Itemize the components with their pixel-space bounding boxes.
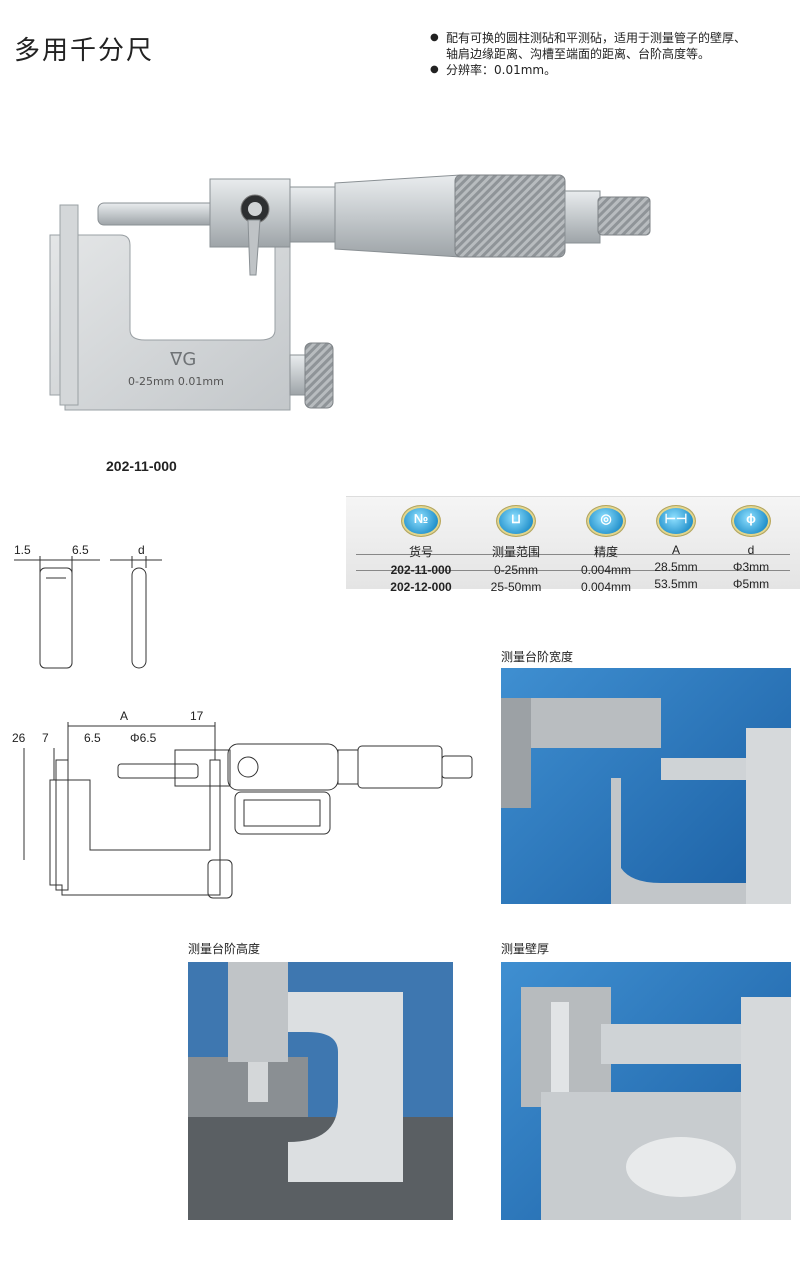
header-model: 货号 bbox=[408, 545, 433, 559]
photo-wall-thickness bbox=[501, 962, 791, 1220]
dim-label: 26 bbox=[12, 731, 26, 745]
header-a: A bbox=[671, 543, 680, 557]
dim-label: 6.5 bbox=[72, 543, 89, 557]
spec-table: № 货号 202-11-000 202-12-000 ⊔ 测量范围 0-25mm… bbox=[346, 496, 800, 594]
cell-a-1: 28.5mm bbox=[654, 560, 698, 574]
feature-list: 配有可换的圆柱测砧和平测砧，适用于测量管子的壁厚、 轴肩边缘距离、沟槽至端面的距… bbox=[430, 30, 790, 78]
dim-label: d bbox=[138, 543, 145, 557]
spec-col-precision: ◎ 精度 0.004mm 0.004mm bbox=[566, 505, 646, 594]
photo-label-step-width: 测量台阶宽度 bbox=[501, 650, 574, 664]
header-range: 测量范围 bbox=[491, 545, 540, 559]
photo-label-step-height: 测量台阶高度 bbox=[188, 942, 261, 956]
header-precision: 精度 bbox=[593, 545, 618, 559]
cell-model-2: 202-12-000 bbox=[390, 580, 452, 594]
dimension-drawing: A 17 26 7 6.5 Φ6.5 bbox=[12, 709, 473, 899]
dim-label: 17 bbox=[190, 709, 204, 723]
cell-model-1: 202-11-000 bbox=[390, 563, 452, 577]
photo-step-height bbox=[188, 962, 453, 1220]
feature-item-continued: 轴肩边缘距离、沟槽至端面的距离、台阶高度等。 bbox=[446, 47, 711, 61]
spec-col-model: № 货号 202-11-000 202-12-000 bbox=[376, 505, 466, 594]
precision-icon: ◎ bbox=[586, 505, 626, 537]
cell-range-1: 0-25mm bbox=[493, 563, 538, 577]
page-title: 多用千分尺 bbox=[14, 36, 155, 66]
cell-precision-2: 0.004mm bbox=[580, 580, 632, 594]
micrometer-product-image: ᐁG 0-25mm 0.01mm bbox=[49, 174, 651, 411]
anvil-drawing: 1.5 6.5 d bbox=[14, 543, 162, 669]
dim-label: 1.5 bbox=[14, 543, 31, 557]
spec-col-d: ϕ d Φ3mm Φ5mm bbox=[716, 505, 786, 591]
feature-item: 分辨率：0.01mm。 bbox=[430, 62, 790, 78]
photo-label-wall-thickness: 测量壁厚 bbox=[501, 942, 550, 956]
product-scale-text: 0-25mm 0.01mm bbox=[128, 375, 224, 388]
spec-col-range: ⊔ 测量范围 0-25mm 25-50mm bbox=[476, 505, 556, 594]
diameter-icon: ϕ bbox=[731, 505, 771, 537]
dim-label: 6.5 bbox=[84, 731, 101, 745]
spec-col-a: ⊢⊣ A 28.5mm 53.5mm bbox=[646, 505, 706, 591]
photo-step-width bbox=[501, 668, 791, 904]
feature-item: 配有可换的圆柱测砧和平测砧，适用于测量管子的壁厚、 bbox=[430, 30, 790, 46]
cell-a-2: 53.5mm bbox=[654, 577, 698, 591]
cell-range-2: 25-50mm bbox=[490, 580, 542, 594]
dim-label: Φ6.5 bbox=[130, 731, 157, 745]
length-a-icon: ⊢⊣ bbox=[656, 505, 696, 537]
header-d: d bbox=[747, 543, 755, 557]
number-icon: № bbox=[401, 505, 441, 537]
cell-d-2: Φ5mm bbox=[732, 577, 770, 591]
product-model-label: 202-11-000 bbox=[106, 458, 177, 474]
svg-text:ᐁG: ᐁG bbox=[170, 349, 196, 370]
range-icon: ⊔ bbox=[496, 505, 536, 537]
cell-d-1: Φ3mm bbox=[732, 560, 770, 574]
dim-label: A bbox=[120, 709, 128, 723]
dim-label: 7 bbox=[42, 731, 49, 745]
cell-precision-1: 0.004mm bbox=[580, 563, 632, 577]
